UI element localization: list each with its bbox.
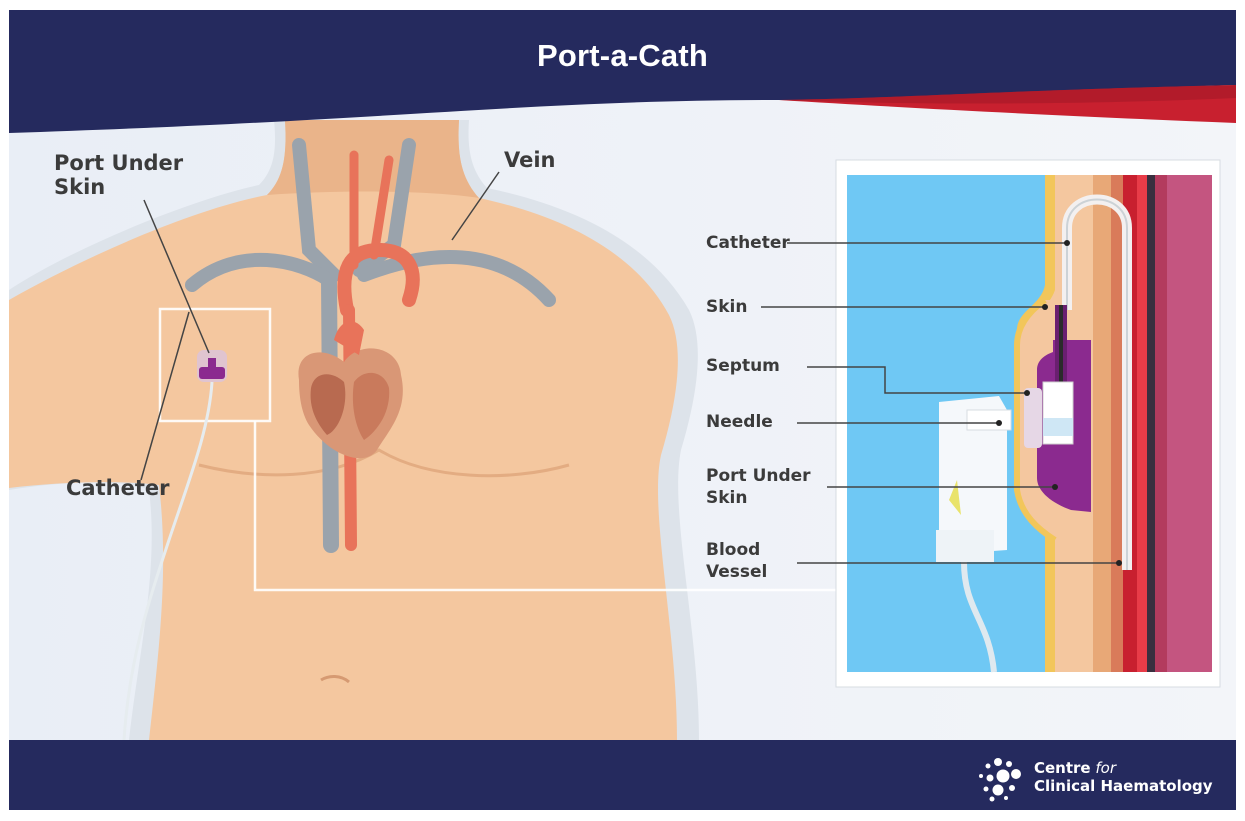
inset-label-needle: Needle [706,411,773,433]
inset-label-blood-vessel: Blood Vessel [706,539,767,583]
label-catheter-left: Catheter [66,476,169,500]
brand-logo: Centre for Clinical Haematology [976,756,1226,802]
logo-line1-main: Centre [1034,759,1091,777]
label-port-under-skin: Port Under Skin [54,151,183,199]
inset-label-septum: Septum [706,355,780,377]
logo-line2: Clinical Haematology [1034,777,1213,795]
inset-label-catheter: Catheter [706,232,790,254]
footer-band: Centre for Clinical Haematology [9,740,1236,810]
logo-line1-for: for [1095,759,1116,777]
diagram-frame: Port-a-Cath Port Under Skin Vein Cathete… [9,10,1236,810]
chest-port [197,350,227,382]
inset-label-port-under-skin: Port Under Skin [706,465,811,509]
logo-dots-icon [976,756,1028,802]
label-vein: Vein [504,148,556,172]
inset-label-skin: Skin [706,296,747,318]
logo-text: Centre for Clinical Haematology [1034,759,1213,795]
page-title: Port-a-Cath [9,38,1236,74]
